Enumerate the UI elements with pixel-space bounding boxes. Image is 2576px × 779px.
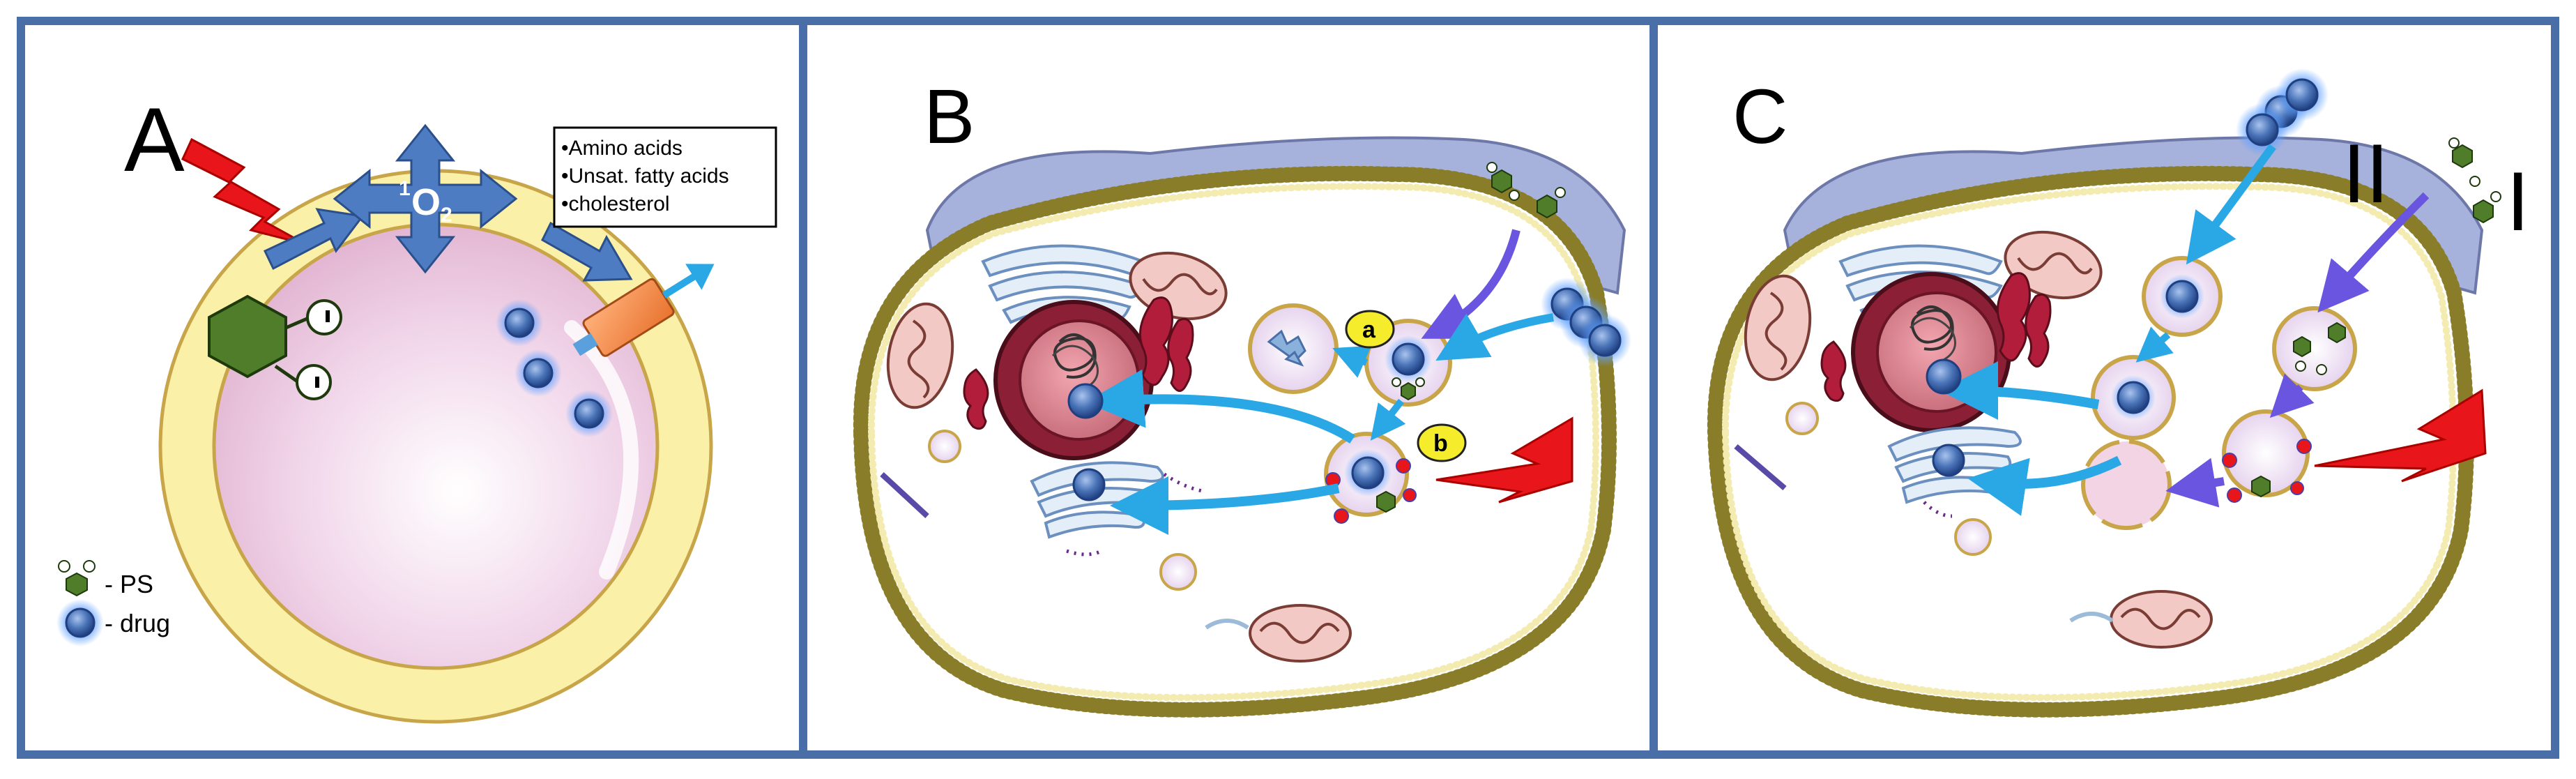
mitochondrion	[2110, 590, 2213, 649]
pathway-i-release-arrow	[2165, 457, 2225, 508]
filament	[1205, 619, 1249, 630]
light-bolt-icon	[2314, 388, 2487, 483]
target-list-box: •Amino acids •Unsat. fatty acids •choles…	[553, 126, 777, 228]
panel-c: C	[1707, 68, 2529, 718]
pathway-ii-label: II	[2342, 127, 2389, 220]
pathway-ii-arrow	[2135, 326, 2174, 363]
drug-cluster	[2236, 68, 2329, 156]
panel-c-letter: C	[1732, 74, 1788, 160]
endosome-transfer-arrow	[1370, 398, 1406, 441]
endosome-to-a-arrow	[1332, 345, 1372, 378]
pathway-i-arrow	[2269, 373, 2315, 418]
small-vesicle	[1954, 518, 1992, 556]
membrane-arrow-left	[263, 208, 365, 271]
light-bolt-icon	[181, 137, 306, 245]
ros-burst-icon	[2222, 439, 2312, 503]
legend-ps-label: - PS	[105, 570, 153, 598]
panel-a-letter: A	[124, 89, 185, 190]
drug-in-golgi	[1072, 468, 1106, 501]
ps-molecule-icon	[1486, 162, 1566, 219]
endosome-to-nucleus-arrow	[1085, 369, 1355, 444]
marker-a: a	[1345, 310, 1395, 349]
endosome-with-drug	[2142, 256, 2223, 337]
endosome-with-drug	[2091, 355, 2176, 440]
pathway-i-label: I	[2506, 155, 2529, 248]
liposome-highlight	[564, 320, 639, 580]
panel-b-letter: B	[924, 74, 975, 160]
filament	[880, 472, 929, 518]
marker-a-label: a	[1362, 317, 1376, 343]
legend-drug-icon	[56, 599, 104, 646]
small-vesicle	[928, 430, 961, 463]
endosome-vesicle-a	[1248, 303, 1339, 394]
small-vesicle	[1785, 402, 1819, 435]
filament	[1734, 444, 1787, 491]
membrane-arrow-right	[541, 221, 633, 282]
singlet-oxygen-icon: 1 O 2	[333, 123, 518, 274]
pathway-ii-arrow	[2186, 144, 2276, 265]
ruptured-endosome	[2081, 439, 2172, 530]
mitochondrion	[1249, 604, 1352, 663]
drug-in-nucleus	[1067, 383, 1104, 419]
pathway-i-arrow	[2317, 192, 2430, 313]
marker-b: b	[1417, 423, 1467, 462]
ps-molecule-icon	[2448, 137, 2501, 224]
ps-loaded-endosome	[2272, 306, 2357, 391]
mitochondrion	[886, 302, 954, 409]
legend-drug-label: - drug	[105, 609, 170, 637]
cell-b-membrane	[853, 165, 1617, 718]
drug-cluster	[496, 299, 613, 437]
marker-b-label: b	[1433, 430, 1448, 457]
endoplasmic-reticulum	[1820, 272, 2052, 402]
target-item-cholesterol: •cholesterol	[561, 192, 670, 215]
panel-b: B	[853, 74, 1631, 718]
liposome-core	[212, 222, 660, 670]
endoplasmic-reticulum	[963, 296, 1194, 430]
ps-loaded-endosome-activated	[2222, 409, 2312, 503]
target-item-amino-acids: •Amino acids	[561, 137, 683, 160]
pathway-ii-to-nucleus-arrow	[1939, 361, 2100, 421]
singlet-oxygen-base: O	[411, 181, 441, 223]
ros-burst-icon	[1325, 458, 1417, 524]
cytoplasm-dots	[1066, 472, 1207, 557]
pathway-ii-to-golgi-arrow	[1967, 455, 2122, 516]
target-item-fatty-acids: •Unsat. fatty acids	[561, 165, 729, 188]
light-bolt-icon	[1435, 416, 1573, 504]
filament	[2069, 612, 2114, 623]
singlet-oxygen-sup: 1	[399, 177, 411, 200]
nucleus	[1851, 272, 2011, 432]
legend: - PS - drug	[56, 560, 170, 646]
drug-in-golgi	[1932, 444, 1965, 477]
legend-ps-icon	[58, 560, 96, 597]
drug-cluster	[1541, 278, 1631, 367]
cell-b-membrane-inner	[867, 183, 1600, 702]
panel-a: A 1 O 2 •Amino acids •Unsat. fatty acids…	[56, 89, 777, 724]
nucleus	[993, 300, 1154, 460]
singlet-oxygen-sub: 2	[441, 204, 452, 227]
drug-in-nucleus	[1926, 358, 1962, 395]
small-vesicle	[1159, 553, 1197, 591]
uptake-arrow-drug	[1435, 313, 1555, 361]
mitochondrion	[1744, 274, 1812, 381]
release-syringe-icon	[572, 264, 715, 357]
endosome-to-golgi-arrow	[1110, 476, 1340, 535]
endosome-with-drug	[1364, 319, 1452, 407]
ps-molecule-icon	[208, 294, 342, 400]
endosome-vesicle-b	[1324, 432, 1417, 524]
